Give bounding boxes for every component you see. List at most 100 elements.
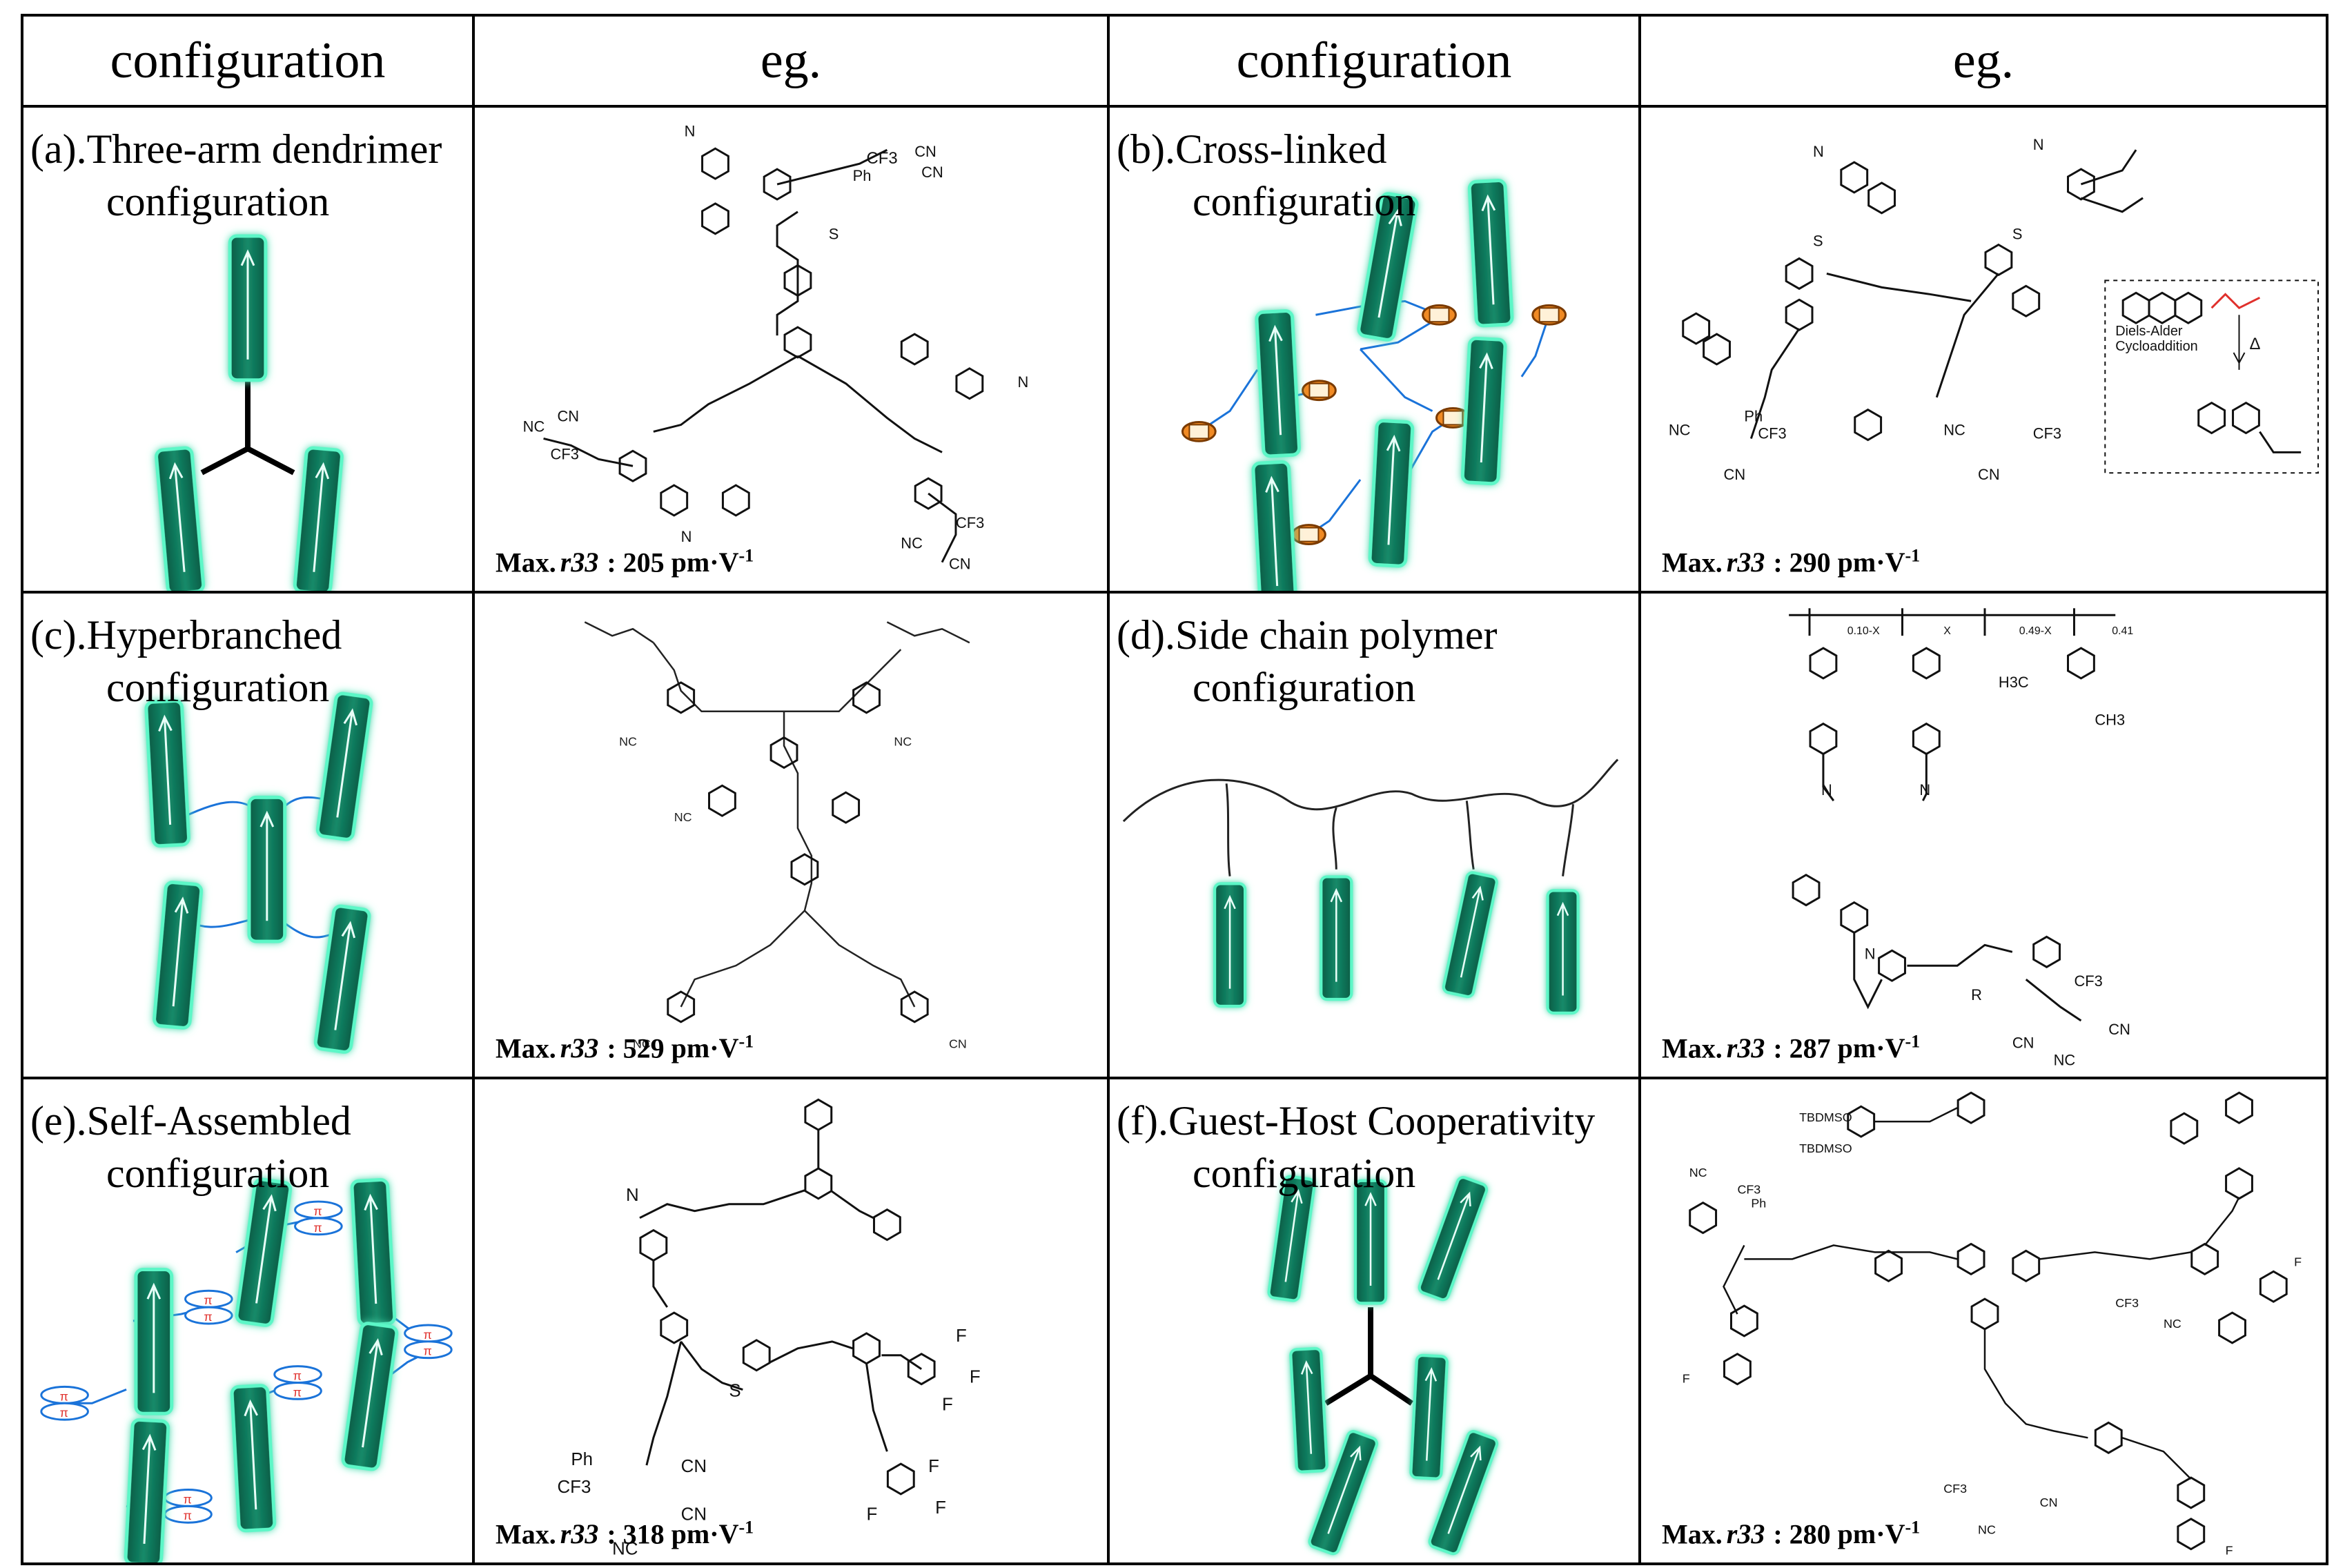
chem-label-cf3: CF3 bbox=[1758, 424, 1786, 442]
chem-label-cn: CN bbox=[921, 164, 943, 181]
chem-label-n: N bbox=[2033, 136, 2044, 153]
chem-label-cf3: CF3 bbox=[956, 514, 984, 531]
chem-label-sub2: X bbox=[1943, 625, 1951, 637]
chem-label-cn: CN bbox=[2108, 1021, 2130, 1038]
chem-label-n: N bbox=[626, 1186, 639, 1205]
cross-linked-structure-drawing: Diels-Alder Cycloaddition Δ NC CN CF3 Ph… bbox=[1669, 136, 2320, 483]
chem-label-nc: NC bbox=[1943, 421, 1965, 438]
chem-label-sub1: 0.10-X bbox=[1847, 625, 1880, 637]
chem-label-cn: CN bbox=[1978, 466, 2000, 483]
side-chain-polymer-schematic bbox=[1122, 758, 1619, 1077]
chem-label-nc: NC bbox=[2054, 1052, 2076, 1069]
chem-label-cn: CN bbox=[557, 408, 579, 425]
header-configuration-1: configuration bbox=[21, 14, 475, 108]
chem-label-f: F bbox=[942, 1395, 953, 1414]
chem-label-n: N bbox=[1865, 945, 1876, 962]
chem-label-f: F bbox=[956, 1326, 967, 1346]
cross-linked-schematic bbox=[1181, 108, 1567, 591]
chem-label-n: N bbox=[1919, 781, 1930, 798]
chem-label-n: N bbox=[1018, 373, 1029, 391]
example-cell-f: TBDMSO TBDMSO NC CF3 Ph CF3 NC CF3 CN NC… bbox=[1638, 1077, 2328, 1565]
chem-label-cf3: CF3 bbox=[2115, 1296, 2139, 1310]
chem-label-cn: CN bbox=[914, 143, 936, 160]
chem-label-r: R bbox=[1971, 986, 1982, 1003]
self-assembled-schematic bbox=[40, 1079, 453, 1562]
header-row: configuration eg. configuration eg. bbox=[21, 14, 2328, 108]
side-chain-structure-drawing: 0.10-X X 0.49-X 0.41 H3C CH3 N N N R CF3… bbox=[1789, 608, 2133, 1069]
example-cell-c: NC NC NC NC CN Max.r33: 529 pm·V-1 bbox=[472, 591, 1110, 1079]
chem-label-f: F bbox=[2294, 1255, 2302, 1268]
chem-label-nc: NC bbox=[612, 1540, 638, 1559]
example-cell-b: Diels-Alder Cycloaddition Δ NC CN CF3 Ph… bbox=[1638, 105, 2328, 594]
hyperbranched-structure-drawing: NC NC NC NC CN bbox=[584, 621, 970, 1051]
chem-label-n: N bbox=[1821, 781, 1832, 798]
chem-label-n: N bbox=[1813, 143, 1824, 160]
chem-label-f: F bbox=[867, 1505, 878, 1525]
chem-label-ph: Ph bbox=[571, 1450, 593, 1469]
chem-label-cn: CN bbox=[2012, 1035, 2034, 1052]
max-r33-e: Max.r33: 318 pm·V-1 bbox=[496, 1517, 754, 1549]
chem-label-h3c: H3C bbox=[1999, 674, 2029, 691]
three-arm-dendrimer-schematic bbox=[23, 108, 472, 591]
chem-label-tbdmso: TBDMSO bbox=[1799, 1141, 1852, 1155]
chem-label-nc: NC bbox=[523, 418, 545, 435]
chem-label-cf3: CF3 bbox=[551, 445, 579, 462]
chem-label-n: N bbox=[681, 528, 692, 545]
chem-label-nc: NC bbox=[1978, 1523, 1996, 1537]
chem-label-s: S bbox=[1813, 233, 1823, 250]
example-cell-d: 0.10-X X 0.49-X 0.41 H3C CH3 N N N R CF3… bbox=[1638, 591, 2328, 1079]
chem-label-ch3: CH3 bbox=[2095, 712, 2125, 729]
chem-label-nc: NC bbox=[674, 810, 692, 824]
chem-label-nc: NC bbox=[894, 735, 912, 749]
example-cell-e: N S Ph CF3 CN CN NC F F F F F F Max.r33:… bbox=[472, 1077, 1110, 1565]
chem-label-nc: NC bbox=[633, 1037, 651, 1051]
chem-label-cf3: CF3 bbox=[2033, 424, 2061, 442]
guest-host-schematic bbox=[1110, 1079, 1638, 1562]
max-r33-f: Max.r33: 280 pm·V-1 bbox=[1662, 1517, 1921, 1549]
self-assembled-structure-drawing: N S Ph CF3 CN CN NC F F F F F F bbox=[557, 1098, 981, 1559]
chem-label-sub4: 0.41 bbox=[2112, 625, 2133, 637]
chem-label-cn: CN bbox=[681, 1505, 707, 1525]
chem-label-cf3: CF3 bbox=[1737, 1183, 1761, 1197]
chem-label-cf3: CF3 bbox=[1943, 1482, 1967, 1496]
chem-label-nc: NC bbox=[2164, 1317, 2181, 1331]
chem-label-s: S bbox=[729, 1382, 741, 1401]
chem-label-da1: Diels-Alder bbox=[2115, 324, 2183, 339]
chem-label-n: N bbox=[685, 122, 696, 139]
chem-label-nc: NC bbox=[1669, 421, 1691, 438]
example-cell-a: CF3 Ph CN CN S NC CN CF3 N N N NC CF3 CN… bbox=[472, 105, 1110, 594]
chem-label-ph: Ph bbox=[1751, 1197, 1766, 1211]
header-eg-1: eg. bbox=[472, 14, 1110, 108]
chem-label-cn: CN bbox=[949, 1037, 967, 1051]
chem-label-f: F bbox=[970, 1368, 981, 1387]
chem-label-cn: CN bbox=[1724, 466, 1746, 483]
chem-label-nc: NC bbox=[901, 535, 923, 552]
chem-label-da2: Cycloaddition bbox=[2115, 339, 2198, 354]
max-r33-a: Max.r33: 205 pm·V-1 bbox=[496, 545, 754, 578]
hyperbranched-schematic bbox=[23, 594, 472, 1077]
chem-label-tbdmso: TBDMSO bbox=[1799, 1110, 1852, 1124]
chem-label-cn: CN bbox=[681, 1457, 707, 1476]
comparison-table: configuration eg. configuration eg. (a).… bbox=[21, 14, 2328, 1565]
chem-label-cn: CN bbox=[2040, 1496, 2058, 1509]
chem-label-cf3: CF3 bbox=[2074, 972, 2102, 990]
chem-label-cf3: CF3 bbox=[867, 149, 898, 168]
header-configuration-2: configuration bbox=[1107, 14, 1641, 108]
chem-label-f: F bbox=[2226, 1544, 2233, 1558]
max-r33-d: Max.r33: 287 pm·V-1 bbox=[1662, 1031, 1921, 1064]
